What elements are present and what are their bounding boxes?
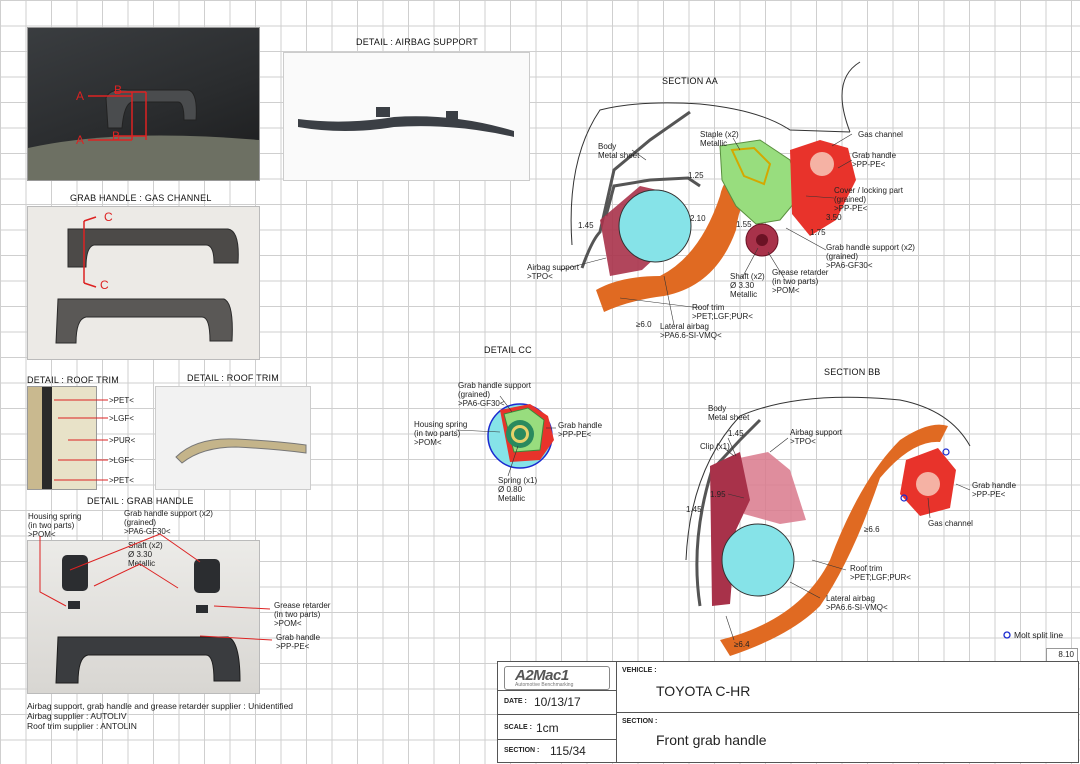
gh-grab-handle-label: Grab handle >PP-PE< — [276, 633, 321, 651]
gh-housing-spring-label: Housing spring (in two parts) >POM< — [28, 512, 82, 539]
suppliers-text: Airbag support, grab handle and grease r… — [27, 701, 294, 731]
aa-grease-label: Grease retarder (in two parts) >POM< — [772, 268, 829, 295]
scale-label: SCALE : — [504, 724, 532, 731]
mark-b-top: B — [114, 83, 122, 97]
bb-airbag-support-label: Airbag support >TPO< — [790, 428, 843, 446]
aa-dim-145: 1.45 — [578, 221, 594, 230]
section-num-value: 115/34 — [550, 744, 586, 758]
interior-photo: A A B B — [27, 27, 260, 181]
gh-grease-retarder-label: Grease retarder (in two parts) >POM< — [274, 601, 331, 628]
aa-shaft-label: Shaft (x2) Ø 3.30 Metallic — [730, 272, 765, 299]
heading-roof-trim-2: DETAIL : ROOF TRIM — [187, 373, 279, 383]
bb-grab-handle-label: Grab handle >PP-PE< — [972, 481, 1017, 499]
section-label: SECTION : — [622, 718, 658, 725]
heading-grab-handle-gas-channel: GRAB HANDLE : GAS CHANNEL — [70, 193, 212, 203]
aa-dim-60: ≥6.0 — [636, 320, 652, 329]
aa-dim-155: 1.55 — [736, 220, 752, 229]
heading-section-aa: SECTION AA — [662, 76, 719, 86]
grab-handle-parts-drawing — [55, 555, 241, 684]
page-code: 8.10 — [1058, 650, 1074, 659]
mark-a-top: A — [76, 89, 84, 103]
section-value: Front grab handle — [656, 732, 767, 748]
bb-body-label: Body Metal sheet — [708, 404, 750, 422]
mark-b-bottom: B — [112, 129, 120, 143]
layer-1-label: >PET< — [109, 396, 134, 405]
aa-lateral-airbag-label: Lateral airbag >PA6.6-SI-VMQ< — [660, 322, 722, 340]
aa-support-label: Grab handle support (x2) (grained) >PA6-… — [826, 243, 915, 270]
layer-4-label: >LGF< — [109, 456, 134, 465]
aa-grab-handle-label: Grab handle >PP-PE< — [852, 151, 897, 169]
mark-c-bottom: C — [100, 278, 109, 292]
mold-split-icon — [1003, 631, 1011, 639]
heading-detail-cc: DETAIL CC — [484, 345, 532, 355]
roof-trim-edge-photo — [155, 386, 311, 490]
vehicle-label: VEHICLE : — [622, 667, 657, 674]
aa-body-label: Body Metal sheet — [598, 142, 640, 160]
aa-cover-label: Cover / locking part (grained) >PP-PE< — [834, 186, 903, 213]
mark-c-top: C — [104, 210, 113, 224]
logo: A2Mac1 — [515, 667, 569, 684]
aa-dim-350: 3.50 — [826, 213, 842, 222]
bb-roof-trim-label: Roof trim >PET;LGF;PUR< — [850, 564, 911, 582]
title-block: A2Mac1 Automotive Benchmarking DATE : 10… — [497, 661, 1079, 763]
bb-clip-label: Clip (x1) — [700, 442, 730, 451]
roof-trim-edge-drawing — [175, 438, 307, 464]
bb-dim-145a: 1.45 — [728, 429, 744, 438]
layer-5-label: >PET< — [109, 476, 134, 485]
bb-gas-channel-label: Gas channel — [928, 519, 973, 528]
layer-leaders — [54, 399, 108, 481]
gas-channel-drawing: C C — [55, 210, 239, 344]
mold-split-label: Molt split line — [1014, 630, 1064, 640]
heading-airbag-support: DETAIL : AIRBAG SUPPORT — [356, 37, 478, 47]
logo-subtitle: Automotive Benchmarking — [515, 682, 574, 688]
bb-dim-66: ≥6.6 — [864, 525, 880, 534]
gas-channel-photo: C C — [27, 206, 260, 360]
aa-roof-trim-label: Roof trim >PET;LGF;PUR< — [692, 303, 753, 321]
title-block-left: A2Mac1 Automotive Benchmarking DATE : 10… — [498, 662, 617, 762]
cc-housing-label: Housing spring (in two parts) >POM< — [414, 420, 468, 447]
bb-dim-64: ≥6.4 — [734, 640, 750, 649]
aa-gas-channel-label: Gas channel — [858, 130, 903, 139]
cc-spring-label: Spring (x1) Ø 0.80 Metallic — [498, 476, 538, 503]
page-code-box: 8.10 — [1046, 648, 1078, 662]
heading-roof-trim-1: DETAIL : ROOF TRIM — [27, 375, 119, 385]
roof-trim-layers-photo — [27, 386, 97, 490]
section-num-label: SECTION : — [504, 747, 540, 754]
aa-airbag-support-label: Airbag support >TPO< — [527, 263, 580, 281]
vehicle-value: TOYOTA C-HR — [656, 683, 751, 699]
cc-support-label: Grab handle support (grained) >PA6-GF30< — [458, 381, 531, 408]
scale-value: 1cm — [536, 721, 559, 735]
date-value: 10/13/17 — [534, 695, 581, 709]
logo-box: A2Mac1 Automotive Benchmarking — [504, 666, 610, 690]
airbag-support-drawing — [298, 107, 514, 137]
bb-lateral-airbag-label: Lateral airbag >PA6.6-SI-VMQ< — [826, 594, 888, 612]
layer-3-label: >PUR< — [109, 436, 136, 445]
cc-grab-handle-label: Grab handle >PP-PE< — [558, 421, 603, 439]
aa-dim-175: 1.75 — [810, 228, 826, 237]
gh-shaft-label: Shaft (x2) Ø 3.30 Metallic — [128, 541, 163, 568]
mark-a-bottom: A — [76, 133, 84, 147]
aa-staple-label: Staple (x2) Metallic — [700, 130, 739, 148]
heading-grab-handle: DETAIL : GRAB HANDLE — [87, 496, 194, 506]
airbag-support-photo — [283, 52, 530, 181]
gh-support-label: Grab handle support (x2) (grained) >PA6-… — [124, 509, 213, 536]
bb-dim-195: 1.95 — [710, 490, 726, 499]
layer-2-label: >LGF< — [109, 414, 134, 423]
aa-dim-125: 1.25 — [688, 171, 704, 180]
date-label: DATE : — [504, 698, 527, 705]
interior-photo-drawing: A A B B — [28, 83, 259, 180]
heading-section-bb: SECTION BB — [824, 367, 881, 377]
bb-dim-145b: 1.45 — [686, 505, 702, 514]
aa-dim-210: 2.10 — [690, 214, 706, 223]
